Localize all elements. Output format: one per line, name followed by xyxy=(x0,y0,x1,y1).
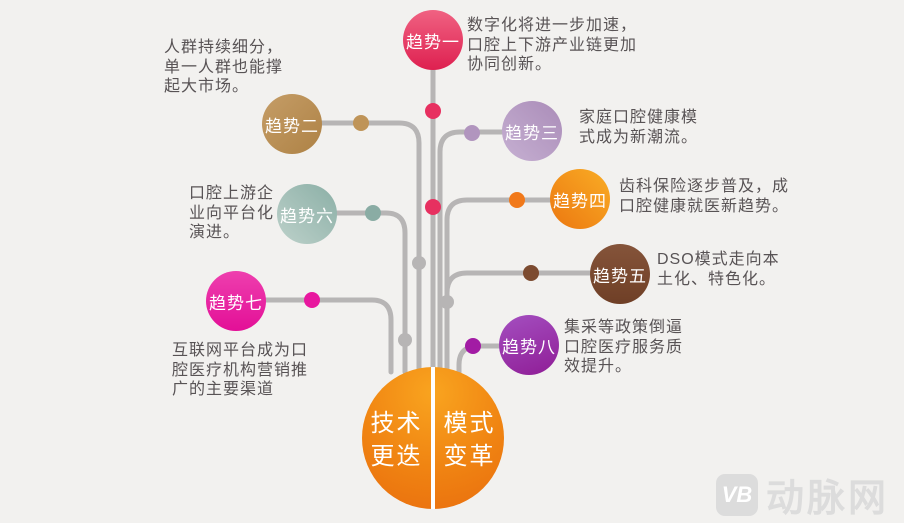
trend-8-branch-dot xyxy=(465,338,481,354)
trend-8-label: 趋势八 xyxy=(502,337,556,357)
trend-6-text: 口腔上游企 业向平台化 演进。 xyxy=(189,185,275,241)
trend-2-connector-line xyxy=(317,120,422,375)
trend-4-circle: 趋势四 xyxy=(550,169,610,229)
trend-2-branch-dot xyxy=(353,115,369,131)
trend-6-label: 趋势六 xyxy=(280,206,334,226)
trend-8-circle: 趋势八 xyxy=(499,315,559,375)
trend-5-branch-dot xyxy=(523,265,539,281)
trend-5-circle: 趋势五 xyxy=(590,244,650,304)
trend-3-label: 趋势三 xyxy=(505,123,559,143)
watermark-brand-text: 动脉网 xyxy=(766,478,890,520)
trend-7-circle: 趋势七 xyxy=(206,271,266,331)
trend-5-text: DSO模式走向本 土化、特色化。 xyxy=(657,251,780,288)
trend-6-branch-dot xyxy=(365,205,381,221)
trend-2-text: 人群持续细分， 单一人群也能撑 起大市场。 xyxy=(164,39,284,95)
trend-3-text: 家庭口腔健康模 式成为新潮流。 xyxy=(579,109,699,146)
center-right-label: 模式 变革 xyxy=(443,410,496,470)
trend-2-circle: 趋势二 xyxy=(262,94,322,154)
trend-7-label: 趋势七 xyxy=(209,293,263,313)
trend-1-text: 数字化将进一步加速， 口腔上下游产业链更加 协同创新。 xyxy=(467,17,638,73)
trend-2-label: 趋势二 xyxy=(265,116,319,136)
trend-7-branch-dot xyxy=(304,292,320,308)
trend-1-lower-dot xyxy=(425,199,441,215)
trend-6-circle: 趋势六 xyxy=(277,184,337,244)
trend-5-connector-line xyxy=(444,270,594,375)
trend-1-upper-dot xyxy=(425,103,441,119)
trend-4-branch-dot xyxy=(509,192,525,208)
trend-7-connector-line xyxy=(261,297,394,375)
trend-8-text: 集采等政策倒逼 口腔医疗服务质 效提升。 xyxy=(564,319,684,375)
vb-logo-text: VB xyxy=(721,481,753,507)
center-left-label: 技术 更迭 xyxy=(370,410,423,470)
trend-7-text: 互联网平台成为口 腔医疗机构营销推 广的主要渠道 xyxy=(172,342,309,398)
center-circle: 技术 更迭 模式 变革 xyxy=(362,367,504,509)
trend-8-connector-line xyxy=(456,343,504,377)
junction-dot xyxy=(440,295,454,309)
trend-3-branch-dot xyxy=(464,125,480,141)
junction-dot xyxy=(412,256,426,270)
center-divider xyxy=(431,367,435,509)
vb-logo-icon: VB xyxy=(716,473,758,516)
trend-1-circle: 趋势一 xyxy=(403,10,463,70)
trend-4-text: 齿科保险逐步普及，成 口腔健康就医新趋势。 xyxy=(619,178,790,215)
trend-3-connector-line xyxy=(437,129,507,375)
trend-1-label: 趋势一 xyxy=(406,32,460,52)
junction-dot xyxy=(398,333,412,347)
trend-5-label: 趋势五 xyxy=(593,266,647,286)
trend-4-connector-line xyxy=(444,197,555,375)
trend-6-connector-line xyxy=(333,210,408,375)
trend-4-label: 趋势四 xyxy=(553,191,607,211)
trend-3-circle: 趋势三 xyxy=(502,101,562,161)
watermark: VB 动脉网 xyxy=(716,467,889,522)
